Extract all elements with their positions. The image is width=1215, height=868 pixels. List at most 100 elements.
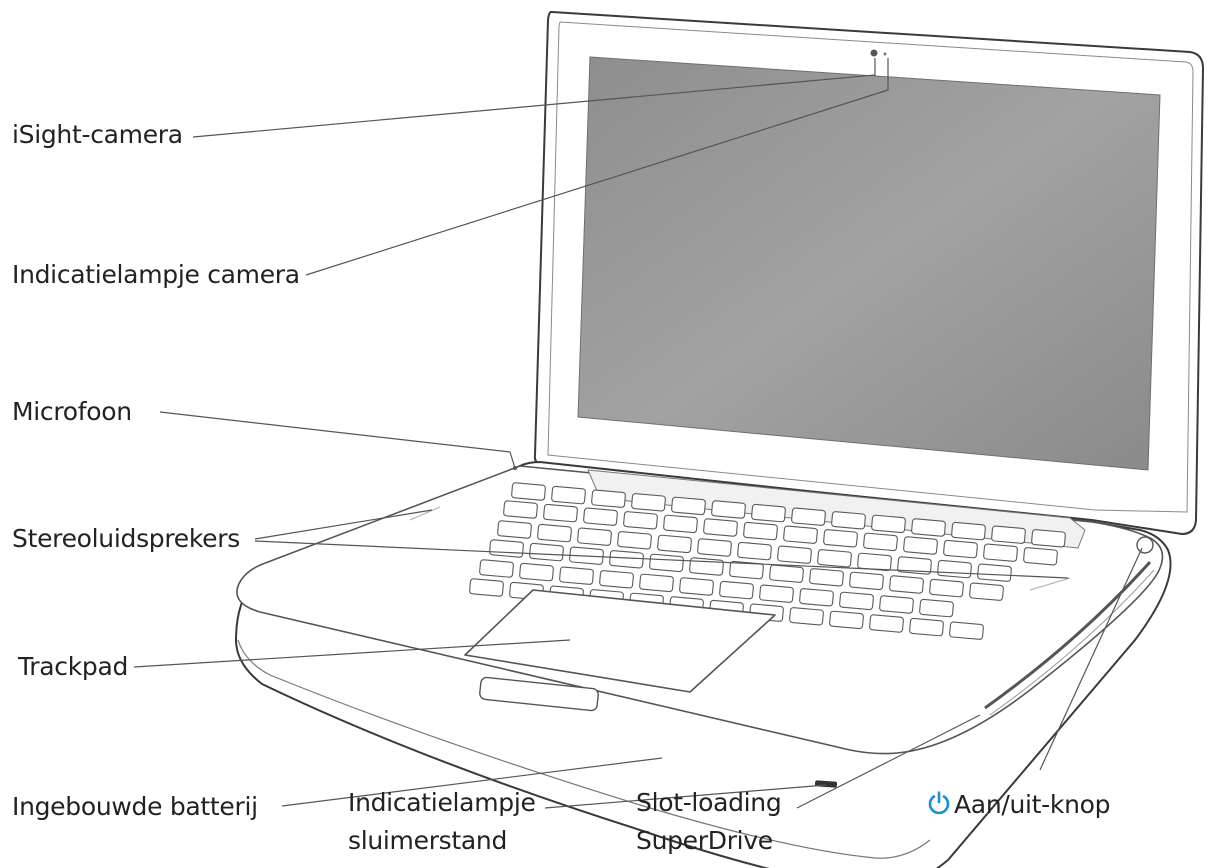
keyboard-key — [823, 529, 858, 548]
keyboard-key — [577, 527, 612, 546]
keyboard-key — [791, 507, 826, 526]
leader-lines — [133, 58, 1143, 809]
keyboard-key — [769, 564, 804, 583]
keyboard-key — [863, 532, 898, 552]
keyboard-key — [657, 534, 692, 554]
keyboard-key — [639, 573, 674, 593]
leader-power-button — [1039, 547, 1143, 771]
keyboard-key — [809, 568, 844, 587]
keyboard-key — [831, 511, 866, 530]
keyboard-key — [703, 518, 738, 537]
label-sleep-indicator-line2: sluimerstand — [348, 826, 508, 855]
keyboard-key — [511, 482, 546, 501]
trackpad — [464, 589, 776, 693]
keyboard-key — [889, 575, 924, 594]
keyboard-key — [671, 496, 706, 516]
label-camera-indicator: Indicatielampje camera — [12, 260, 300, 289]
keyboard-key — [623, 511, 658, 530]
label-trackpad: Trackpad — [18, 652, 129, 681]
label-stereo-speakers: Stereoluidsprekers — [12, 524, 240, 553]
power-button — [1136, 536, 1154, 554]
keyboard-key — [583, 507, 618, 526]
power-icon — [928, 791, 950, 815]
leader-stereo-speakers-left — [254, 509, 433, 540]
keyboard-key — [1023, 547, 1058, 566]
keyboard-key — [879, 595, 914, 614]
keyboard-key — [991, 525, 1026, 544]
keyboard-key — [929, 578, 964, 598]
keyboard-key — [719, 580, 754, 600]
latch — [479, 676, 599, 712]
keyboard-key — [617, 531, 652, 550]
label-sleep-indicator-line1: Indicatielampje — [348, 788, 536, 817]
keyboard-key — [479, 559, 514, 578]
keyboard-key — [839, 591, 874, 611]
label-isight-camera: iSight-camera — [12, 120, 183, 149]
keyboard-key — [663, 514, 698, 534]
keyboard-key — [543, 503, 578, 523]
leader-built-in-battery — [281, 757, 663, 807]
keyboard-key — [551, 485, 586, 505]
keyboard-key — [943, 539, 978, 559]
camera-indicator-dot — [883, 52, 887, 56]
label-superdrive-line2: SuperDrive — [636, 826, 773, 855]
keyboard-key — [519, 562, 554, 582]
label-microphone: Microfoon — [12, 397, 132, 426]
keyboard-key — [1031, 529, 1066, 548]
superdrive-slot — [984, 560, 1152, 710]
leader-trackpad — [133, 639, 571, 668]
label-power-button: Aan/uit-knop — [926, 788, 1111, 822]
keyboard-key — [949, 621, 984, 640]
label-sleep-indicator: Indicatielampje sluimerstand — [348, 784, 536, 860]
keyboard-key — [689, 557, 724, 576]
leader-isight-camera — [192, 58, 876, 138]
keyboard-key — [503, 500, 538, 519]
keyboard-key — [759, 584, 794, 603]
label-superdrive-line1: Slot-loading — [636, 788, 782, 817]
keyboard-key — [969, 582, 1004, 601]
keyboard-key — [951, 521, 986, 541]
display-lid — [533, 10, 1205, 536]
keyboard-key — [743, 521, 778, 541]
keyboard-key — [871, 514, 906, 534]
keyboard-key — [919, 598, 954, 618]
isight-camera-lens — [870, 49, 878, 57]
keyboard-key — [609, 550, 644, 569]
keyboard-key — [469, 578, 504, 597]
keyboard-key — [869, 614, 904, 633]
keyboard-key — [903, 536, 938, 555]
keyboard-key — [849, 571, 884, 591]
keyboard-key — [737, 541, 772, 561]
keyboard-key — [489, 539, 524, 558]
leader-camera-indicator — [305, 58, 889, 276]
keyboard-key — [777, 545, 812, 564]
keyboard-key — [529, 542, 564, 562]
leader-stereo-speakers-right — [254, 540, 1069, 579]
keyboard-key — [679, 577, 714, 596]
keyboard-key — [537, 523, 572, 543]
keyboard-key — [697, 538, 732, 557]
keyboard-key — [649, 553, 684, 573]
keyboard-key — [729, 560, 764, 580]
label-superdrive: Slot-loading SuperDrive — [636, 784, 782, 860]
leader-microphone — [159, 411, 516, 469]
keyboard-key — [937, 559, 972, 579]
keyboard-key — [591, 489, 626, 508]
keyboard-key — [817, 549, 852, 568]
keyboard-key — [559, 566, 594, 585]
label-power-button-text: Aan/uit-knop — [954, 790, 1111, 819]
keyboard-key — [897, 556, 932, 575]
leader-superdrive — [796, 714, 981, 809]
keyboard-key — [751, 503, 786, 523]
keyboard-key — [799, 588, 834, 607]
keyboard-key — [909, 617, 944, 637]
leader-sleep-indicator — [544, 784, 827, 809]
keyboard-key — [497, 520, 532, 539]
keyboard-key — [631, 493, 666, 512]
keyboard-key — [599, 570, 634, 589]
keyboard-key — [977, 563, 1012, 582]
keyboard-key — [783, 525, 818, 544]
keyboard-key — [789, 607, 824, 626]
keyboard-key — [911, 518, 946, 537]
